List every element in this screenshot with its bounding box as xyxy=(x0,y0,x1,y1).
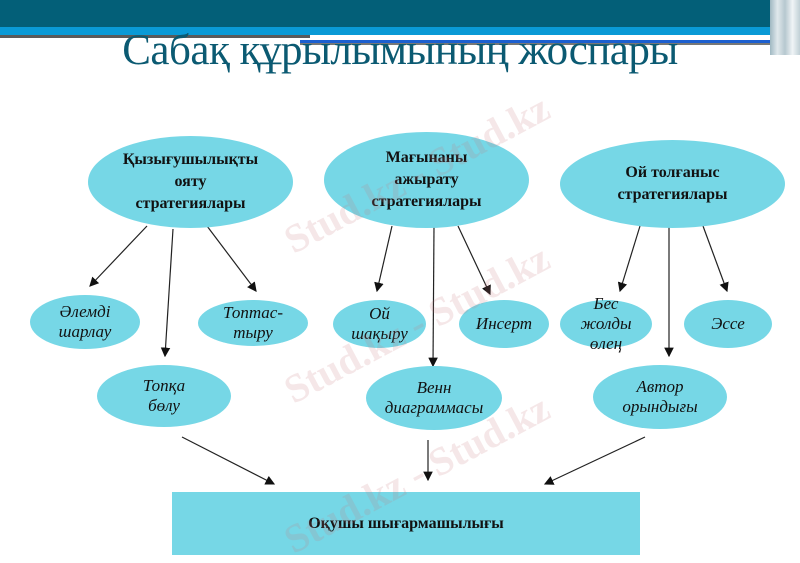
node-label: Топқа бөлу xyxy=(142,376,186,415)
node-label: Қызығушылықты ояту стратегиялары xyxy=(122,151,259,212)
result-student-creativity: Оқушы шығармашылығы xyxy=(172,492,640,555)
node-reflection-strategies: Ой толғаныс стратегиялары xyxy=(560,140,785,228)
header-divider-left xyxy=(0,35,310,38)
node-interest-strategies: Қызығушылықты ояту стратегиялары xyxy=(88,136,293,228)
node-label: Әлемді шарлау xyxy=(58,302,112,341)
node-label: Ой шақыру xyxy=(351,304,408,343)
node-brainstorm: Ой шақыру xyxy=(333,300,426,348)
node-label: Бес жолды өлең xyxy=(580,294,632,353)
node-label: Автор орындығы xyxy=(622,377,698,416)
header-band xyxy=(0,0,800,27)
header-stripe xyxy=(0,27,800,35)
slide-title: Сабақ құрылымының жоспары xyxy=(122,27,678,74)
node-label: Эссе xyxy=(711,314,745,333)
header-right-edge xyxy=(770,0,800,55)
node-group-division: Топқа бөлу xyxy=(97,365,231,427)
node-label: Ой толғаныс стратегиялары xyxy=(617,164,728,203)
node-label: Мағынаны ажырату стратегиялары xyxy=(371,149,482,210)
node-meaning-strategies: Мағынаны ажырату стратегиялары xyxy=(324,132,529,228)
node-cinquain: Бес жолды өлең xyxy=(560,294,652,353)
result-label: Оқушы шығармашылығы xyxy=(308,514,504,532)
header-divider-right xyxy=(300,40,780,43)
node-label: Топтас- тыру xyxy=(222,303,284,342)
node-label: Венн диаграммасы xyxy=(384,378,484,417)
node-label: Инсерт xyxy=(475,314,533,333)
node-clustering: Топтас- тыру xyxy=(198,300,308,346)
node-venn-diagram: Венн диаграммасы xyxy=(366,366,502,430)
node-essay: Эссе xyxy=(684,300,772,348)
header-divider-right-shadow xyxy=(300,43,780,45)
node-author-chair: Автор орындығы xyxy=(593,365,727,429)
node-insert: Инсерт xyxy=(459,300,549,348)
node-world-tour: Әлемді шарлау xyxy=(30,295,140,349)
